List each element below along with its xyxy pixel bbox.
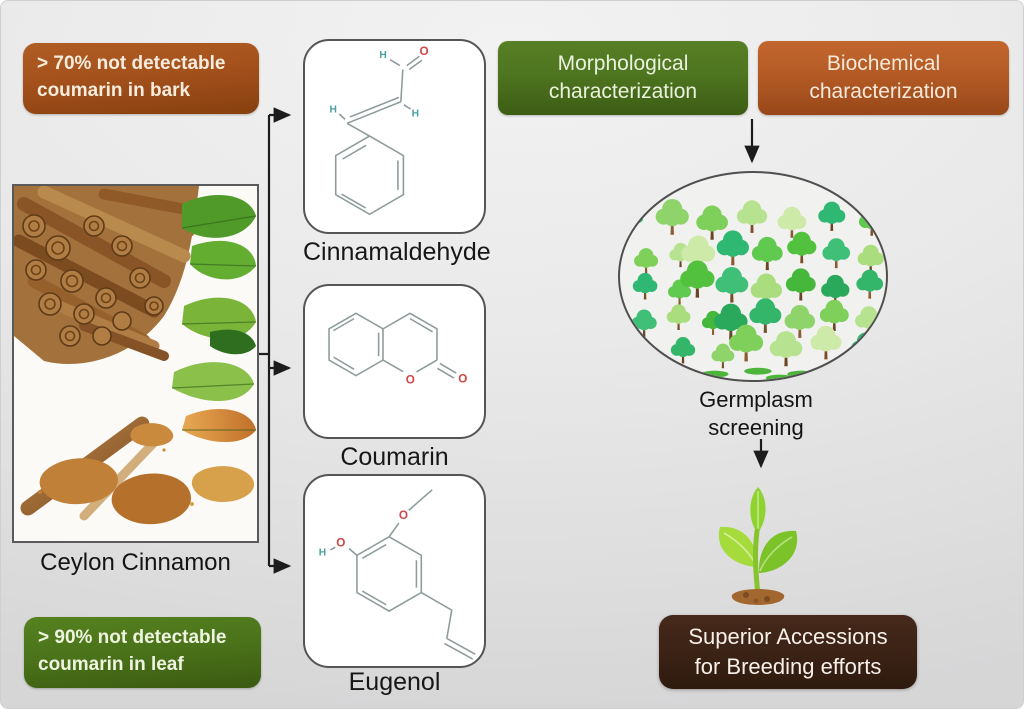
superior-text-line: for Breeding efforts — [694, 653, 882, 679]
photo-caption: Ceylon Cinnamon — [40, 549, 231, 576]
coumarin-box: O O — [303, 284, 486, 439]
cinnamon-photo-illustration — [14, 186, 257, 541]
germplasm-screening-label: Germplasm screening — [656, 386, 856, 441]
hydrogen-atom-label: H — [319, 547, 326, 558]
compound-name-eugenol: Eugenol — [348, 668, 441, 696]
hydrogen-atom-label: H — [412, 108, 419, 119]
eugenol-box: O O H — [303, 474, 486, 668]
eugenol-structure: O O H — [319, 489, 476, 660]
callout-text-line: > 90% not detectable — [38, 627, 227, 648]
seedling-icon — [718, 487, 798, 605]
ceylon-cinnamon-photo — [12, 184, 259, 543]
callout-text-line: > 70% not detectable — [37, 53, 226, 74]
callout-text-line: coumarin in leaf — [38, 653, 184, 675]
bark-coumarin-callout: > 70% not detectable coumarin in bark — [23, 43, 259, 114]
biochemical-characterization-box: Biochemical characterization — [758, 41, 1009, 115]
oxygen-atom-label: O — [399, 509, 408, 522]
flowbox-text-line: Biochemical — [826, 52, 941, 75]
flowbox-text-line: characterization — [809, 79, 958, 103]
oxygen-atom-label: O — [336, 537, 345, 550]
superior-accessions-box: Superior Accessions for Breeding efforts — [659, 615, 917, 689]
germplasm-trees-illustration — [621, 198, 885, 380]
leaf-coumarin-callout: > 90% not detectable coumarin in leaf — [24, 617, 261, 688]
flowbox-text-line: Morphological — [557, 52, 689, 75]
oxygen-atom-label: O — [419, 45, 428, 58]
germplasm-label-line: screening — [708, 414, 804, 440]
germplasm-ellipse — [618, 171, 888, 382]
hydrogen-atom-label: H — [379, 50, 386, 61]
germplasm-label-line: Germplasm — [699, 387, 813, 412]
compound-name-coumarin: Coumarin — [340, 443, 449, 471]
coumarin-structure: O O — [328, 312, 467, 386]
hydrogen-atom-label: H — [329, 105, 336, 116]
oxygen-atom-label: O — [458, 372, 467, 385]
oxygen-atom-label: O — [406, 373, 415, 386]
cinnamaldehyde-box: O H H H — [303, 39, 486, 234]
superior-text-line: Superior Accessions — [688, 624, 888, 649]
flowbox-text-line: characterization — [548, 79, 698, 103]
cinnamaldehyde-structure: O H H H — [329, 45, 429, 216]
callout-text-line: coumarin in bark — [37, 79, 191, 101]
compound-name-cinnamaldehyde: Cinnamaldehyde — [303, 238, 491, 266]
morphological-characterization-box: Morphological characterization — [498, 41, 748, 115]
